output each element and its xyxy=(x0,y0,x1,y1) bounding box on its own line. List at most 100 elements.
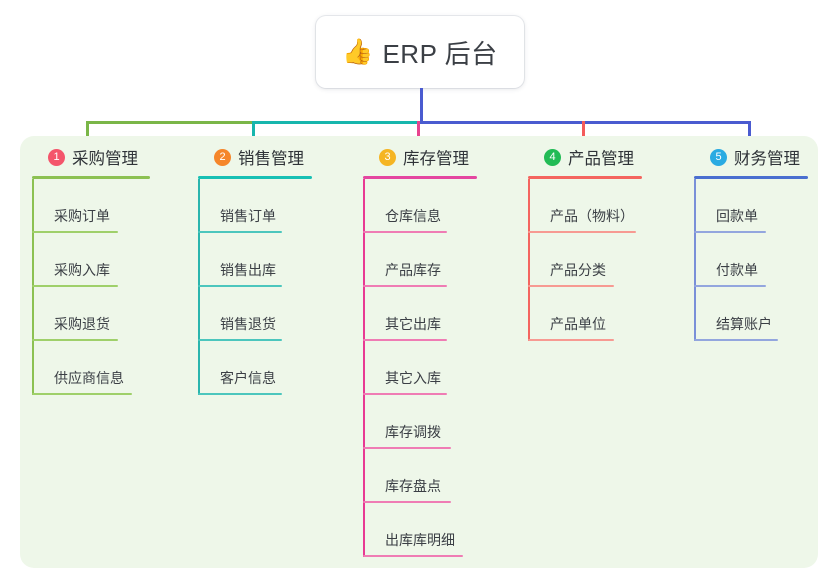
module-underline xyxy=(198,176,312,179)
submodule-label: 库存盘点 xyxy=(385,478,441,494)
submodule-underline xyxy=(363,501,451,503)
submodule-label: 结算账户 xyxy=(716,316,772,332)
submodule-item[interactable]: 采购入库 xyxy=(32,233,150,287)
submodule-underline xyxy=(363,231,447,233)
root-node[interactable]: 👍 ERP 后台 xyxy=(316,16,524,88)
root-node-label: ERP 后台 xyxy=(382,38,498,69)
submodule-underline xyxy=(694,339,778,341)
module-column-5: 5 财务管理回款单付款单结算账户 xyxy=(694,144,808,341)
module-column-1: 1 采购管理采购订单采购入库采购退货供应商信息 xyxy=(32,144,150,395)
submodule-label: 库存调拨 xyxy=(385,424,441,440)
submodule-item[interactable]: 采购订单 xyxy=(32,179,150,233)
drop-line-2 xyxy=(252,121,255,148)
submodule-label: 仓库信息 xyxy=(385,208,441,224)
module-title: 产品管理 xyxy=(568,150,634,168)
module-badge-icon: 1 xyxy=(48,148,65,166)
submodule-list: 产品（物料） 产品分类产品单位 xyxy=(528,179,642,341)
submodule-spine xyxy=(32,179,34,395)
submodule-label: 回款单 xyxy=(716,208,758,224)
module-header-5[interactable]: 5 财务管理 xyxy=(694,144,808,170)
submodule-underline xyxy=(198,339,282,341)
submodule-item[interactable]: 出库库明细 xyxy=(363,503,477,557)
submodule-label: 客户信息 xyxy=(220,370,276,386)
submodule-item[interactable]: 采购退货 xyxy=(32,287,150,341)
submodule-item[interactable]: 产品库存 xyxy=(363,233,477,287)
submodule-underline xyxy=(363,447,451,449)
submodule-underline xyxy=(363,393,447,395)
module-badge-icon: 4 xyxy=(544,148,561,166)
submodule-list: 回款单付款单结算账户 xyxy=(694,179,808,341)
module-underline xyxy=(528,176,642,179)
submodule-spine xyxy=(363,179,365,557)
submodule-spine xyxy=(528,179,530,341)
submodule-item[interactable]: 其它入库 xyxy=(363,341,477,395)
submodule-spine xyxy=(198,179,200,395)
module-column-3: 3 库存管理仓库信息产品库存其它出库其它入库库存调拨库存盘点出库库明细 xyxy=(363,144,477,557)
module-header-1[interactable]: 1 采购管理 xyxy=(32,144,150,170)
submodule-label: 采购入库 xyxy=(54,262,110,278)
submodule-underline xyxy=(32,285,118,287)
module-underline xyxy=(363,176,477,179)
submodule-label: 销售退货 xyxy=(220,316,276,332)
module-underline xyxy=(32,176,150,179)
submodule-item[interactable]: 付款单 xyxy=(694,233,808,287)
module-header-4[interactable]: 4 产品管理 xyxy=(528,144,642,170)
submodule-underline xyxy=(528,231,636,233)
submodule-item[interactable]: 供应商信息 xyxy=(32,341,150,395)
submodule-item[interactable]: 产品单位 xyxy=(528,287,642,341)
submodule-underline xyxy=(32,231,118,233)
module-title: 销售管理 xyxy=(238,150,304,168)
submodule-underline xyxy=(32,393,132,395)
submodule-list: 销售订单销售出库销售退货客户信息 xyxy=(198,179,312,395)
submodule-underline xyxy=(363,555,463,557)
submodule-label: 产品（物料） xyxy=(550,208,634,224)
submodule-underline xyxy=(198,393,282,395)
submodule-underline xyxy=(694,285,766,287)
submodule-label: 产品单位 xyxy=(550,316,606,332)
trunk-line xyxy=(420,88,423,124)
submodule-label: 采购订单 xyxy=(54,208,110,224)
submodule-item[interactable]: 仓库信息 xyxy=(363,179,477,233)
submodule-item[interactable]: 库存调拨 xyxy=(363,395,477,449)
submodule-spine xyxy=(694,179,696,341)
drop-line-4 xyxy=(582,121,585,148)
module-title: 财务管理 xyxy=(734,150,800,168)
submodule-list: 仓库信息产品库存其它出库其它入库库存调拨库存盘点出库库明细 xyxy=(363,179,477,557)
submodule-item[interactable]: 销售出库 xyxy=(198,233,312,287)
submodule-list: 采购订单采购入库采购退货供应商信息 xyxy=(32,179,150,395)
module-header-3[interactable]: 3 库存管理 xyxy=(363,144,477,170)
submodule-item[interactable]: 回款单 xyxy=(694,179,808,233)
module-badge-icon: 5 xyxy=(710,148,727,166)
module-underline xyxy=(694,176,808,179)
submodule-underline xyxy=(694,231,766,233)
submodule-label: 销售出库 xyxy=(220,262,276,278)
module-badge-icon: 3 xyxy=(379,148,396,166)
submodule-label: 其它入库 xyxy=(385,370,441,386)
submodule-underline xyxy=(32,339,118,341)
module-title: 库存管理 xyxy=(403,150,469,168)
bus-segment-teal xyxy=(252,121,420,124)
submodule-item[interactable]: 产品（物料） xyxy=(528,179,642,233)
submodule-label: 其它出库 xyxy=(385,316,441,332)
thumbs-up-icon: 👍 xyxy=(342,37,374,66)
submodule-label: 产品库存 xyxy=(385,262,441,278)
submodule-underline xyxy=(363,285,447,287)
module-column-4: 4 产品管理产品（物料） 产品分类产品单位 xyxy=(528,144,642,341)
submodule-item[interactable]: 客户信息 xyxy=(198,341,312,395)
submodule-item[interactable]: 销售订单 xyxy=(198,179,312,233)
drop-line-1 xyxy=(86,121,89,148)
drop-line-3 xyxy=(417,121,420,148)
submodule-underline xyxy=(198,285,282,287)
submodule-label: 产品分类 xyxy=(550,262,606,278)
submodule-item[interactable]: 销售退货 xyxy=(198,287,312,341)
submodule-label: 供应商信息 xyxy=(54,370,124,386)
submodule-item[interactable]: 其它出库 xyxy=(363,287,477,341)
submodule-item[interactable]: 产品分类 xyxy=(528,233,642,287)
submodule-item[interactable]: 结算账户 xyxy=(694,287,808,341)
module-title: 采购管理 xyxy=(72,150,138,168)
submodule-underline xyxy=(528,339,614,341)
submodule-item[interactable]: 库存盘点 xyxy=(363,449,477,503)
